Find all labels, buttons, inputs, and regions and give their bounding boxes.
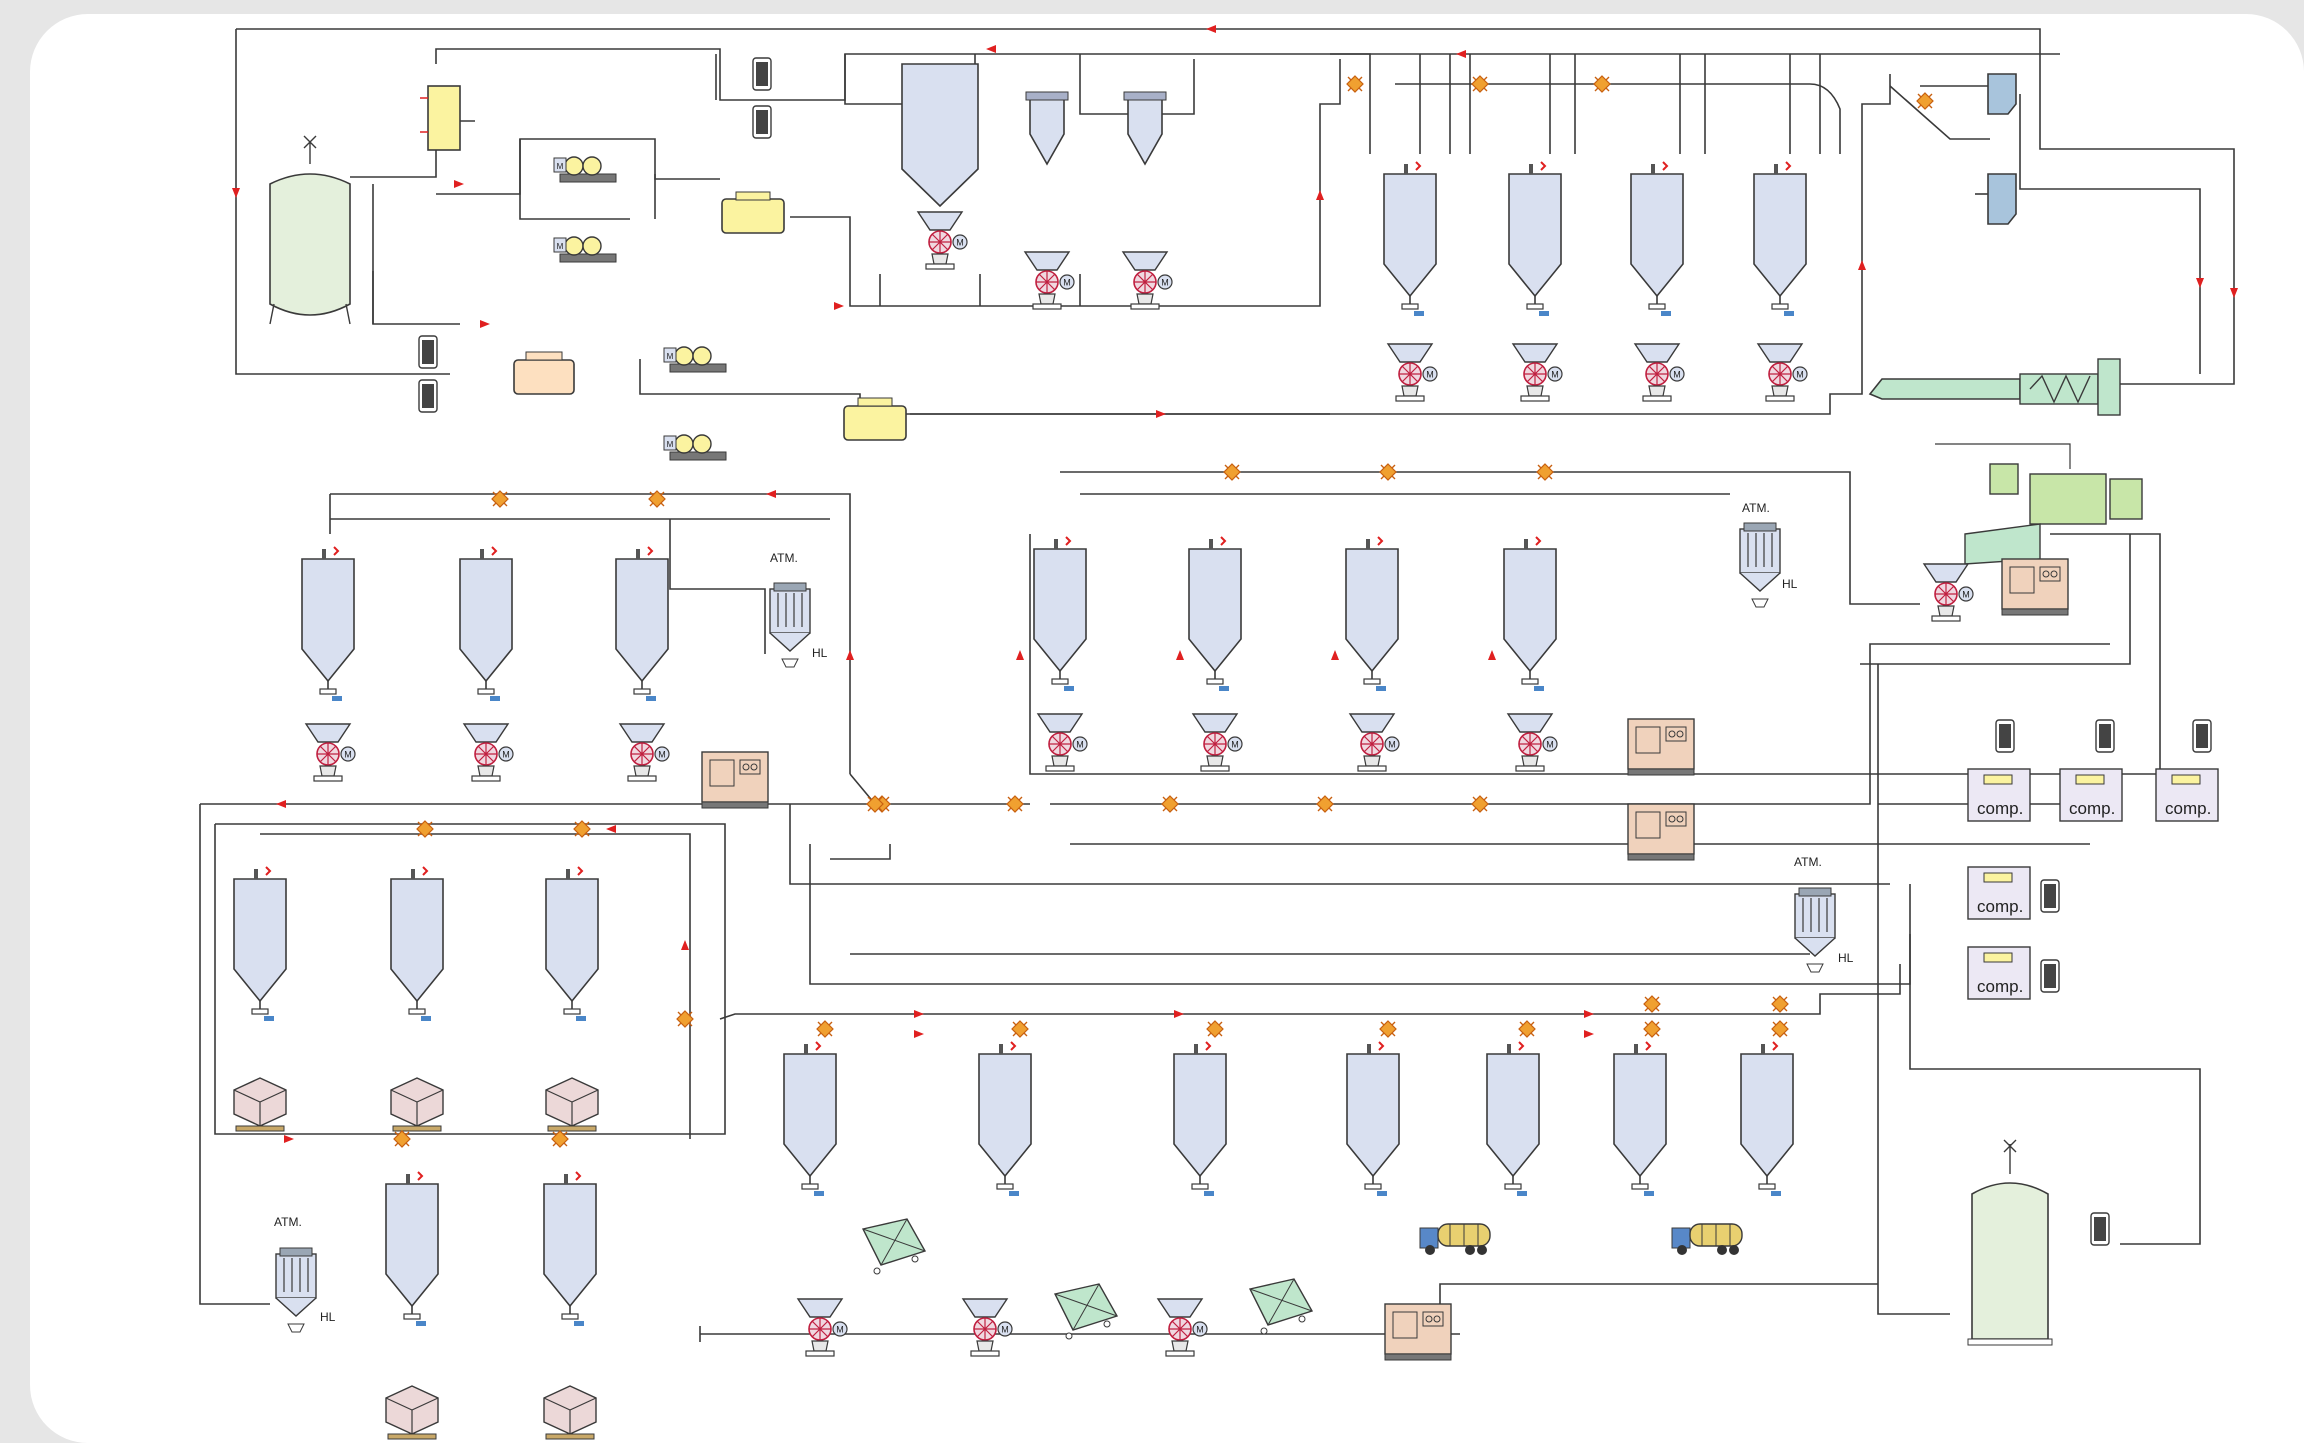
filter-receiver-right: ATM. HL xyxy=(1794,855,1854,973)
hl-label-left-upper: HL xyxy=(812,646,828,660)
top-right-silo-bank xyxy=(1346,73,2143,622)
compressor-5: comp. xyxy=(1967,946,2031,1000)
cooler-unit-3 xyxy=(843,397,907,441)
left-upper-silo-bank: ATM. HL xyxy=(301,490,884,813)
atm-label-left-upper: ATM. xyxy=(770,551,798,565)
hl-label-right: HL xyxy=(1838,951,1854,965)
top-left-equipment xyxy=(269,57,1173,461)
filter-receiver-mid: ATM. HL xyxy=(1739,501,1798,608)
compressor-3: comp. xyxy=(2155,768,2219,822)
compressor-2: comp. xyxy=(2059,768,2123,822)
cooler-unit-1 xyxy=(420,85,461,151)
cyclone-2 xyxy=(1123,91,1167,166)
comp-label-2: comp. xyxy=(2069,799,2115,818)
extruder xyxy=(1868,358,2121,416)
air-preheaters xyxy=(1987,73,2017,225)
left-bigbag-bank: ATM. HL xyxy=(233,820,694,1440)
comp-label-3: comp. xyxy=(2165,799,2211,818)
hl-label-mid: HL xyxy=(1782,577,1798,591)
comp-label-1: comp. xyxy=(1977,799,2023,818)
atm-label-mid: ATM. xyxy=(1742,501,1770,515)
cyclone-1 xyxy=(1025,91,1069,166)
middle-silo-bank: ATM. HL xyxy=(873,463,1798,861)
process-flow-diagram: M M xyxy=(199,25,2238,1440)
pelletizer xyxy=(1935,443,2143,565)
bottom-silo-bank: ATM. HL xyxy=(783,855,1854,1361)
heater-unit xyxy=(513,351,575,395)
storage-tank xyxy=(269,135,351,325)
comp-label-4: comp. xyxy=(1977,897,2023,916)
filter-receiver-left-upper: ATM. HL xyxy=(769,551,828,668)
hl-label-left-lower: HL xyxy=(320,1310,336,1324)
atm-label-right: ATM. xyxy=(1794,855,1822,869)
feed-hopper-large xyxy=(901,63,979,208)
diagram-canvas: M M xyxy=(30,14,2304,1443)
compressor-room: comp. comp. comp. comp. comp. xyxy=(1967,719,2219,1346)
compressor-4: comp. xyxy=(1967,866,2031,920)
pipe-network xyxy=(199,28,2235,1342)
comp-label-5: comp. xyxy=(1977,977,2023,996)
atm-label-left-lower: ATM. xyxy=(274,1215,302,1229)
cooler-unit-2 xyxy=(721,191,785,234)
compressor-1: comp. xyxy=(1967,768,2031,822)
filter-receiver-left-lower: ATM. HL xyxy=(274,1215,336,1333)
air-receiver-tank xyxy=(1967,1139,2053,1346)
